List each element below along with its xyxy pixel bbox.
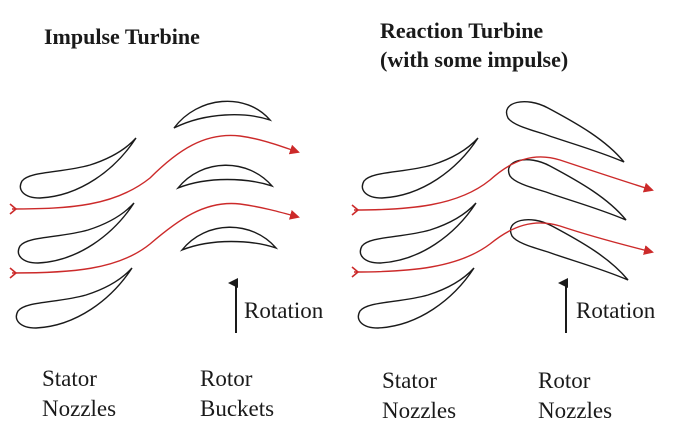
reaction-stator-blade-1	[361, 137, 479, 199]
reaction-inlet-mark-2	[351, 266, 360, 278]
impulse-stator-label-line1: Stator	[42, 366, 97, 391]
impulse-rotor-bucket-1	[173, 100, 273, 129]
reaction-rotation-label: Rotation	[576, 298, 656, 323]
reaction-stator-blade-3	[357, 267, 475, 329]
reaction-flow-line-2	[353, 222, 654, 273]
reaction-flow-lines	[353, 156, 654, 273]
reaction-rotor-label-line1: Rotor	[538, 368, 591, 393]
reaction-inlet-mark-1	[351, 204, 360, 216]
reaction-rotor-blades	[505, 101, 629, 281]
impulse-stator-label-line2: Nozzles	[42, 396, 117, 421]
impulse-inlet-mark-2	[9, 267, 18, 279]
reaction-title-line2: (with some impulse)	[380, 47, 569, 72]
impulse-stator-blade-1	[19, 137, 137, 199]
impulse-stator-blade-2	[17, 202, 135, 264]
impulse-panel	[9, 100, 300, 333]
impulse-flow-lines	[11, 134, 300, 274]
impulse-stator-blade-3	[15, 267, 133, 329]
impulse-stator-blades	[15, 137, 137, 329]
impulse-title: Impulse Turbine	[44, 24, 200, 49]
reaction-panel	[351, 101, 654, 333]
reaction-stator-blades	[357, 137, 479, 329]
reaction-rotor-blade-2	[507, 159, 627, 221]
impulse-inlet-mark-1	[9, 203, 18, 215]
impulse-rotor-label-line1: Rotor	[200, 366, 253, 391]
impulse-rotation-label: Rotation	[244, 298, 324, 323]
impulse-rotor-blades	[173, 100, 279, 252]
impulse-rotor-bucket-2	[175, 164, 275, 190]
impulse-flow-line-1	[11, 134, 300, 210]
reaction-title-line1: Reaction Turbine	[380, 18, 544, 43]
reaction-rotor-blade-1	[505, 101, 625, 163]
reaction-stator-label-line2: Nozzles	[382, 398, 457, 423]
reaction-stator-blade-2	[359, 202, 477, 264]
impulse-rotor-label-line2: Buckets	[200, 396, 275, 421]
reaction-flow-line-1	[353, 156, 654, 211]
reaction-rotor-blade-3	[509, 219, 629, 281]
reaction-rotor-label-line2: Nozzles	[538, 398, 613, 423]
impulse-flow-line-2	[11, 202, 300, 274]
impulse-rotor-bucket-3	[179, 226, 279, 252]
reaction-stator-label-line1: Stator	[382, 368, 437, 393]
